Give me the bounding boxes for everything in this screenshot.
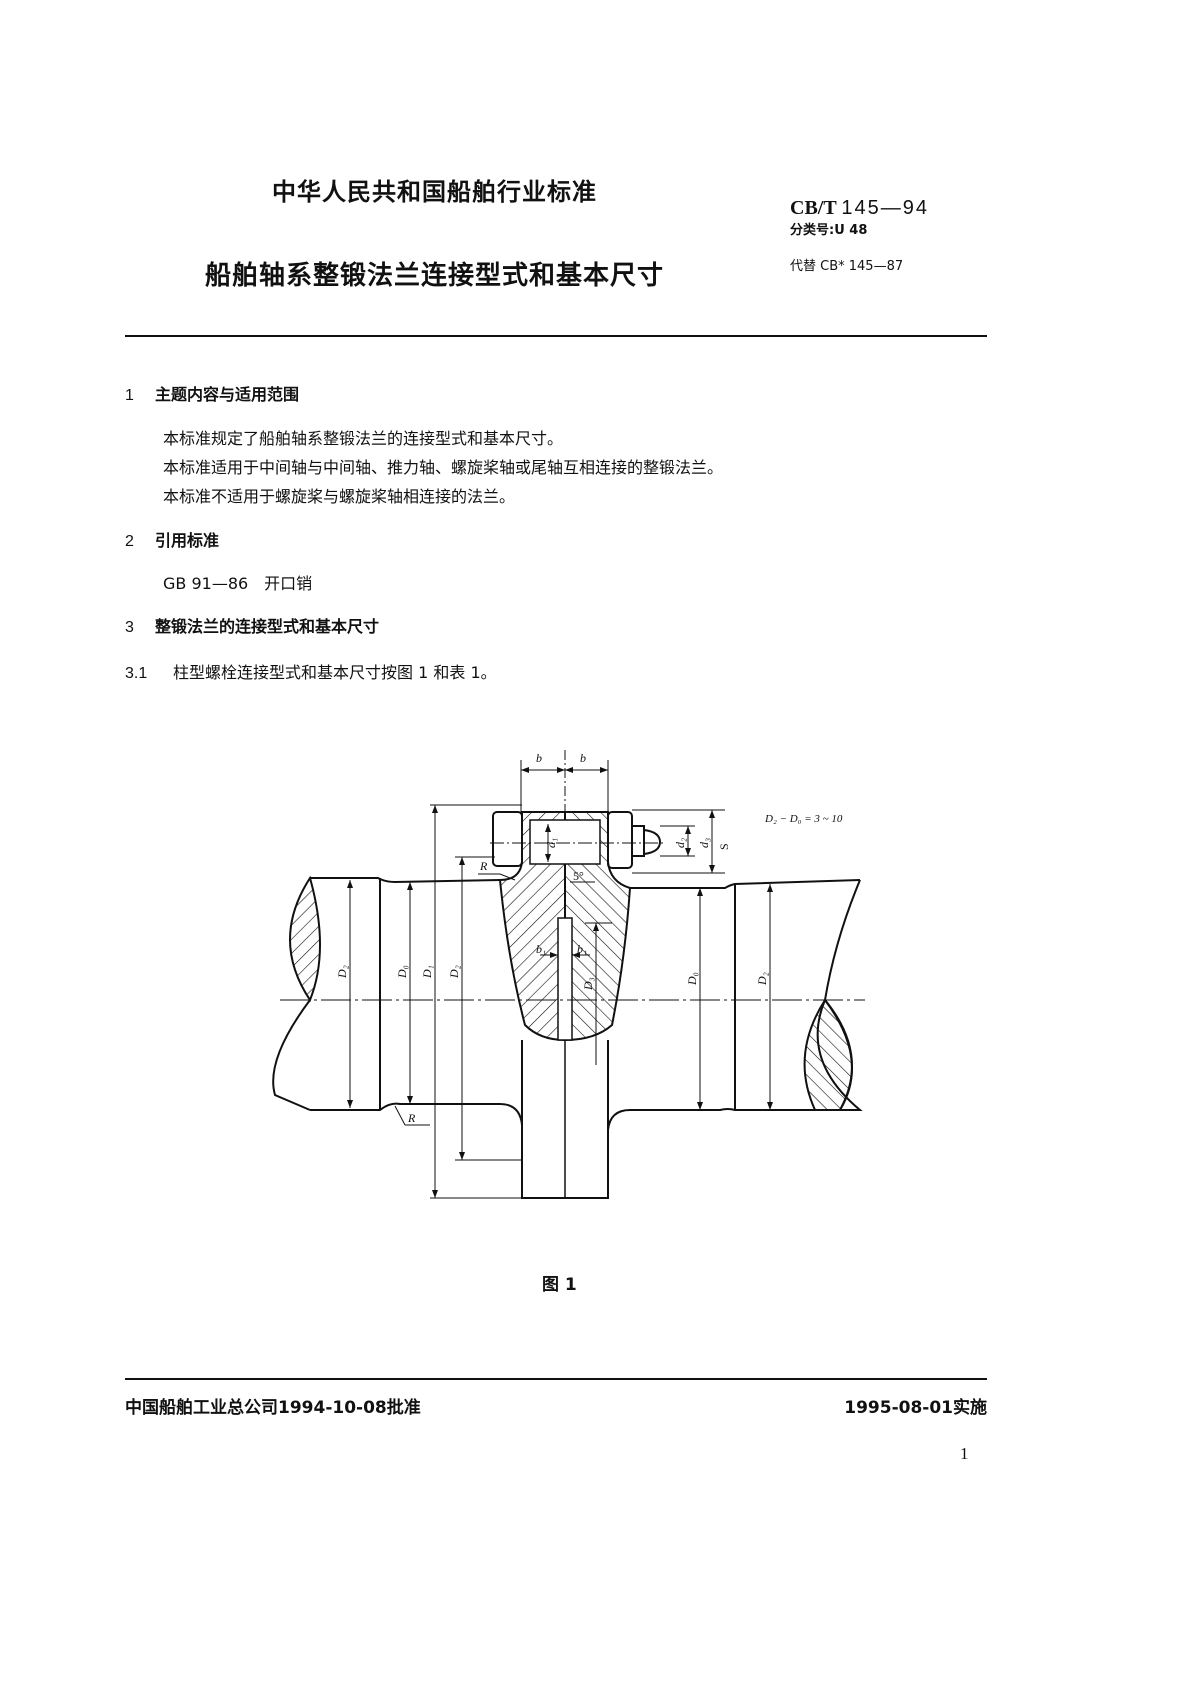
label-b: b [536, 751, 542, 765]
label-d3-dim: D₃ [581, 977, 595, 991]
standard-code: CB/T 145—94 [790, 197, 929, 219]
label-r: R [479, 859, 488, 873]
label-d0-left: D₀ [395, 965, 409, 979]
label-d1: d₁ [544, 838, 558, 848]
label-d0-right: D₀ [685, 972, 699, 986]
label-b1: b₁ [577, 942, 587, 956]
classification-number: 分类号:U 48 [790, 223, 868, 238]
dimension-note: D₂ − D₀ = 3 ~ 10 [764, 813, 843, 825]
replaces-standard: 代替 CB* 145—87 [790, 259, 904, 274]
document-title: 船舶轴系整锻法兰连接型式和基本尺寸 [205, 261, 665, 291]
figure-caption: 图 1 [542, 1275, 577, 1295]
label-d2-left: D₂ [335, 965, 349, 979]
label-b1: b₁ [536, 942, 546, 956]
page-number: 1 [960, 1444, 969, 1463]
label-d1-dim: D₁ [420, 965, 434, 979]
paragraph: GB 91—86 开口销 [163, 574, 313, 593]
label-d2-right: D₂ [755, 972, 769, 986]
label-r: R [407, 1111, 416, 1125]
paragraph: 本标准不适用于螺旋桨与螺旋桨轴相连接的法兰。 [163, 487, 516, 506]
label-angle: 5° [573, 869, 584, 883]
label-b: b [580, 751, 586, 765]
label-d3: d₃ [697, 838, 711, 848]
paragraph: 本标准适用于中间轴与中间轴、推力轴、螺旋桨轴或尾轴互相连接的整锻法兰。 [163, 458, 724, 477]
paragraph: 本标准规定了船舶轴系整锻法兰的连接型式和基本尺寸。 [163, 429, 564, 448]
label-s: S [717, 843, 731, 850]
org-title: 中华人民共和国船舶行业标准 [272, 178, 597, 206]
approval-text: 中国船舶工业总公司1994-10-08批准 [125, 1398, 421, 1418]
header-divider [125, 335, 987, 337]
effective-date: 1995-08-01实施 [844, 1398, 987, 1418]
footer-divider [125, 1378, 987, 1380]
label-d2: d₂ [673, 838, 687, 848]
label-d2-mid: D₂ [447, 965, 461, 979]
